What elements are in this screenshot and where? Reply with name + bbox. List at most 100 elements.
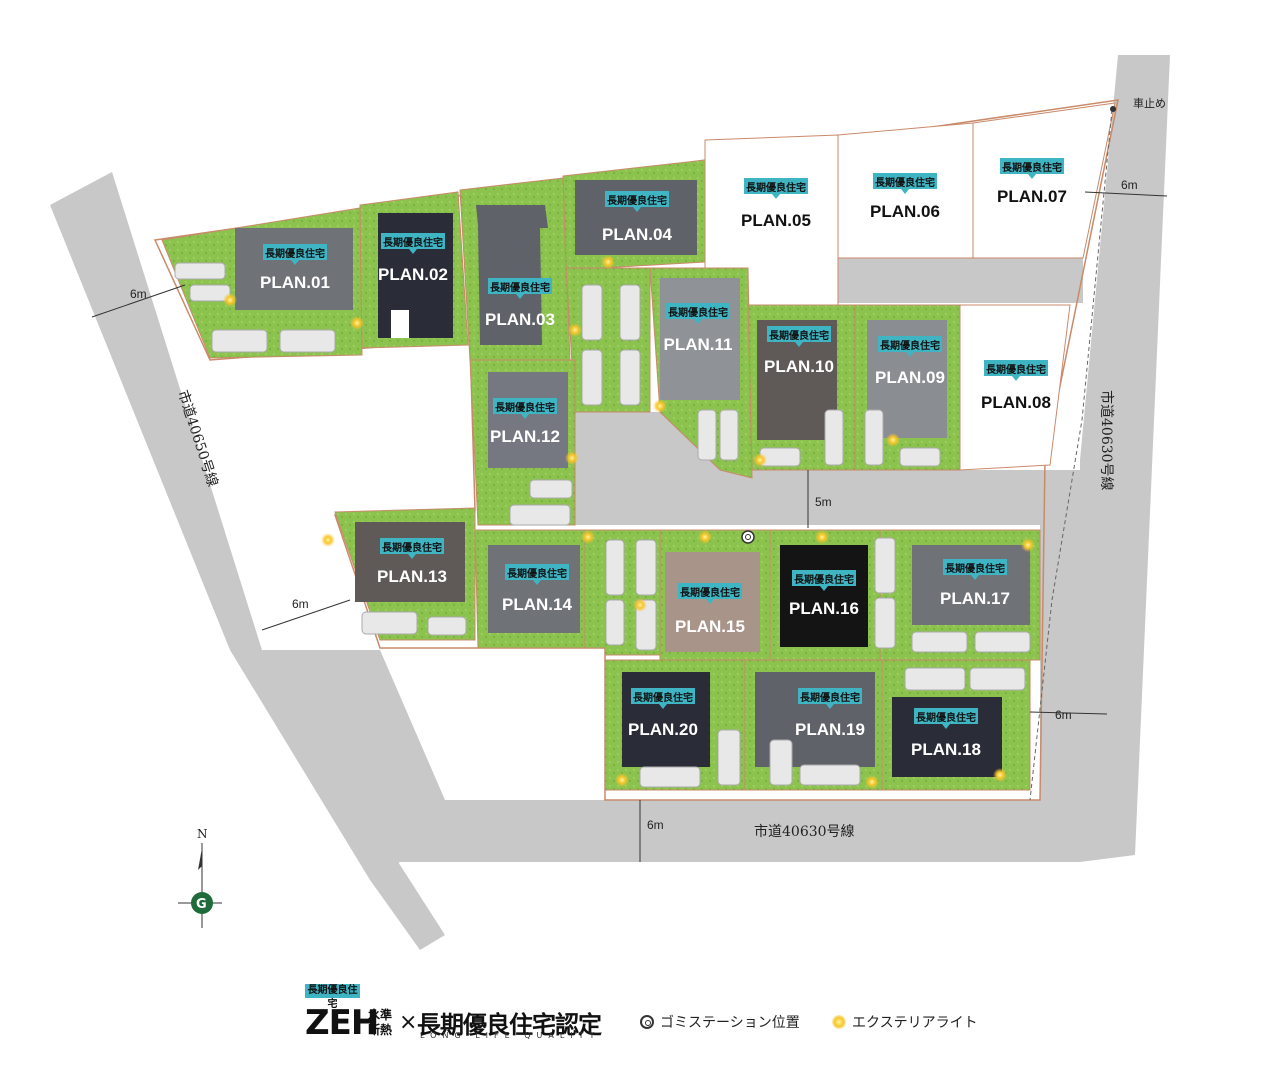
plan-05: 長期優良住宅 PLAN.05 — [741, 178, 811, 230]
east-road — [1080, 55, 1170, 862]
plan-06-badge-bg — [873, 173, 937, 189]
plan-03-badge-pointer — [516, 294, 524, 299]
plan-20-badge: 長期優良住宅 — [633, 691, 693, 704]
plan-05-badge-bg — [744, 178, 808, 194]
plan-12-name: PLAN.12 — [490, 427, 560, 446]
legend-zeh-sub-1: 水準 — [368, 1008, 393, 1022]
plan-04-badge-pointer — [633, 207, 641, 212]
legend-garbage-label: ゴミステーション位置 — [660, 1015, 800, 1031]
south-road-name: 市道40630号線 — [754, 823, 855, 840]
plan-07-badge: 長期優良住宅 — [1002, 161, 1062, 174]
width-label-internal: 5m — [815, 495, 832, 509]
exterior-lights — [223, 255, 1035, 789]
plan-05-badge: 長期優良住宅 — [746, 181, 806, 194]
width-label-east-2: 6m — [1055, 708, 1072, 722]
plan-18-name: PLAN.18 — [911, 740, 981, 759]
plan-14-badge-bg — [505, 564, 569, 580]
plan-18-badge-pointer — [942, 724, 950, 729]
plan-11-badge: 長期優良住宅 — [668, 306, 728, 319]
south-road — [360, 800, 1080, 862]
plan-06-badge: 長期優良住宅 — [875, 176, 935, 189]
plan-07-badge-pointer — [1028, 174, 1036, 179]
plan-20-badge-bg — [631, 688, 695, 704]
plan-13-badge-bg — [380, 538, 444, 554]
plan-07-name: PLAN.07 — [997, 187, 1067, 206]
legend-light-label: エクステリアライト — [852, 1015, 978, 1031]
width-label-east-1: 6m — [1121, 178, 1138, 192]
plan-13-badge: 長期優良住宅 — [382, 541, 442, 554]
plan-03-badge-bg — [488, 278, 552, 294]
plan-07: 長期優良住宅 PLAN.07 — [997, 158, 1067, 206]
legend-exterior-light: エクステリアライト — [832, 1012, 978, 1032]
plan-09-badge-pointer — [906, 352, 914, 357]
plan-10-badge-bg — [767, 326, 831, 342]
internal-road — [575, 412, 1080, 800]
plan-01-badge-bg — [263, 244, 327, 260]
plan-01-badge: 長期優良住宅 — [265, 247, 325, 260]
legend-zeh-logo: ZEH — [305, 1003, 379, 1043]
plan-15-badge-bg — [678, 583, 742, 599]
plan-04-badge: 長期優良住宅 — [607, 194, 667, 207]
plan-04-name: PLAN.04 — [602, 225, 672, 244]
lots-empty — [704, 102, 1116, 471]
plan-05-name: PLAN.05 — [741, 211, 811, 230]
plan-12: 長期優良住宅 PLAN.12 — [490, 398, 560, 446]
plan-03-name: PLAN.03 — [485, 310, 555, 329]
plan-16-name: PLAN.16 — [789, 599, 859, 618]
plan-10-badge: 長期優良住宅 — [769, 329, 829, 342]
plan-13-name: PLAN.13 — [377, 567, 447, 586]
plan-15-name: PLAN.15 — [675, 617, 745, 636]
compass: N G — [178, 827, 222, 928]
plan-14-badge: 長期優良住宅 — [507, 567, 567, 580]
plan-09-badge: 長期優良住宅 — [880, 339, 940, 352]
plan-19-badge: 長期優良住宅 — [800, 691, 860, 704]
legend-zeh-badge: 長期優良住宅 — [305, 984, 360, 1010]
plan-10-badge-pointer — [795, 342, 803, 347]
legend-cert-title: 長期優良住宅認定 — [417, 1011, 602, 1039]
plan-16-badge-pointer — [820, 586, 828, 591]
legend-zeh-sub-2: 断熱 — [368, 1023, 393, 1037]
plan-01-badge-pointer — [291, 260, 299, 265]
plan-19-badge-bg — [798, 688, 862, 704]
plan-17-badge: 長期優良住宅 — [945, 562, 1005, 575]
plan-02-badge-bg — [381, 233, 445, 249]
plan-08-badge: 長期優良住宅 — [986, 363, 1046, 376]
plan-labels: 長期優良住宅PLAN.01長期優良住宅PLAN.02長期優良住宅PLAN.03長… — [260, 158, 1067, 759]
compass-north-label: N — [197, 827, 208, 841]
plan-08-badge-pointer — [1012, 376, 1020, 381]
garbage-station-icon — [640, 1015, 654, 1029]
plan-08-name: PLAN.08 — [981, 393, 1051, 412]
plan-12-badge: 長期優良住宅 — [495, 401, 555, 414]
plan-16-badge: 長期優良住宅 — [794, 573, 854, 586]
east-road-dashed-line — [1029, 109, 1113, 801]
plan-18-badge-bg — [914, 708, 978, 724]
plan-16: 長期優良住宅 PLAN.16 — [789, 570, 859, 618]
internal-road-north — [838, 258, 1083, 303]
plan-13-badge-pointer — [408, 554, 416, 559]
width-label-west-2: 6m — [292, 597, 309, 611]
plan-10: 長期優良住宅 PLAN.10 — [764, 326, 834, 376]
legend-garbage-station: ゴミステーション位置 — [640, 1012, 800, 1032]
plan-13: 長期優良住宅 PLAN.13 — [377, 538, 447, 586]
plan-01-name: PLAN.01 — [260, 273, 330, 292]
roads — [50, 55, 1170, 950]
legend-times: × — [399, 1010, 418, 1035]
plan-04: 長期優良住宅 PLAN.04 — [602, 191, 672, 244]
legend-zeh-sub: 水準 断熱 — [368, 1008, 398, 1038]
legend-cert-subtitle: LONG LIFE QUALITY — [420, 1031, 601, 1040]
plan-08: 長期優良住宅 PLAN.08 — [981, 360, 1051, 412]
plan-20-badge-pointer — [659, 704, 667, 709]
east-road-name: 市道40630号線 — [1098, 390, 1115, 491]
plan-10-name: PLAN.10 — [764, 357, 834, 376]
dimension-labels: 6m 6m 6m 5m 6m 6m — [130, 178, 1138, 832]
